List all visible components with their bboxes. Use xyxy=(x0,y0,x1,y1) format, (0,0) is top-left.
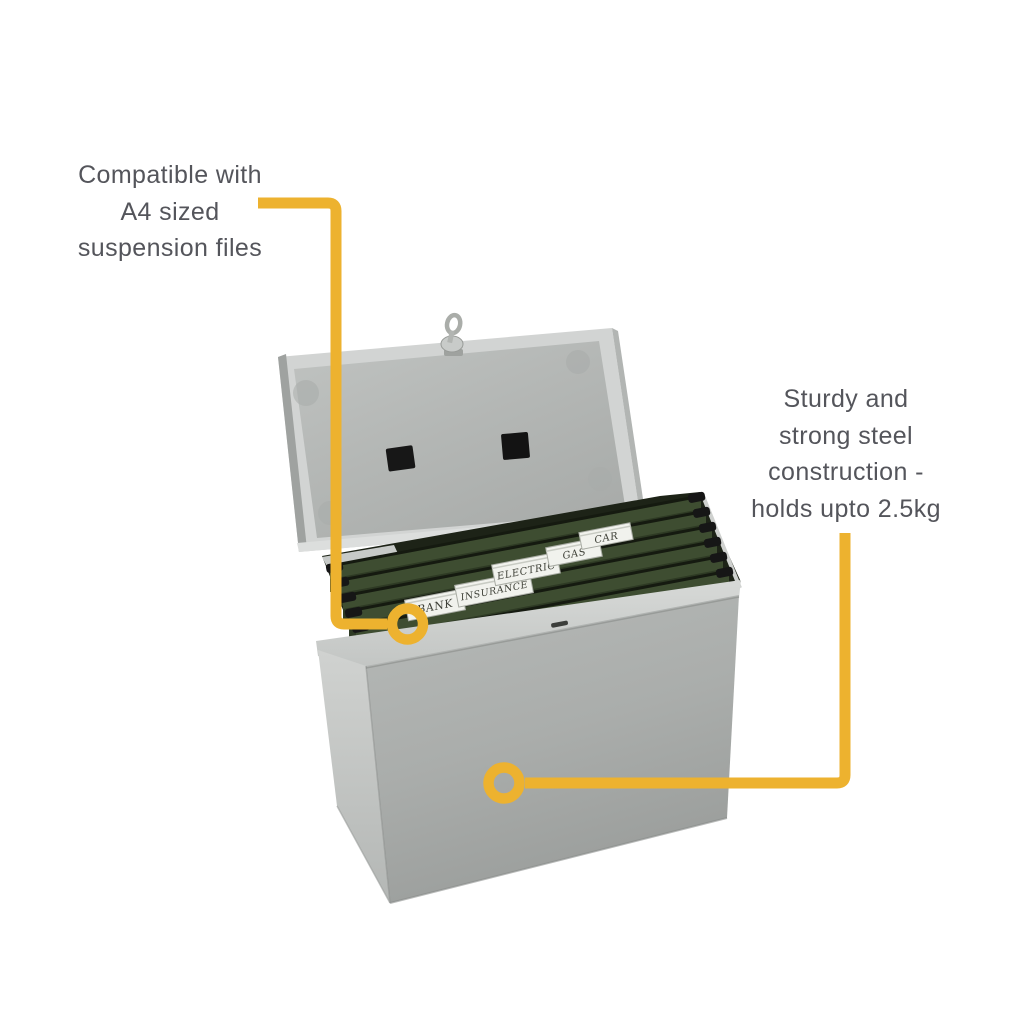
lid-right-edge xyxy=(612,328,646,522)
file-tab: ELECTRIC xyxy=(491,551,561,587)
rim-crease xyxy=(365,596,740,669)
callouts xyxy=(258,197,851,804)
file-hook xyxy=(687,491,706,503)
annotation-right-line-2: strong steel xyxy=(778,421,914,450)
file-hook xyxy=(709,551,728,563)
annotation-right-line-1: Sturdy and xyxy=(783,385,909,413)
lid-dimple xyxy=(566,350,590,374)
box-left-face xyxy=(318,650,390,903)
lid-dimple xyxy=(588,467,612,491)
callout-ring-left xyxy=(386,603,429,645)
annotation-right: Sturdy and strong steel construction - h… xyxy=(736,381,956,527)
callout-ring-right xyxy=(483,762,525,804)
file-hook xyxy=(344,606,363,618)
box-bottom-edge xyxy=(389,817,728,904)
lid-left-edge xyxy=(278,354,307,552)
file-hook xyxy=(715,566,734,578)
annotation-right-line-4: holds upto 2.5kg xyxy=(751,494,941,523)
annotation-left-line-3: suspension files xyxy=(77,234,263,263)
latch-slot xyxy=(551,620,568,628)
front-left-edge xyxy=(365,665,391,904)
callout-line-left xyxy=(258,197,387,630)
lid-clip xyxy=(501,431,530,460)
annotation-left: Compatible with A4 sized suspension file… xyxy=(58,157,282,267)
annotation-right-line-3: construction - xyxy=(768,458,924,487)
file-tab-label: CAR xyxy=(594,531,620,546)
lock-and-key xyxy=(440,312,464,356)
callout-line-right xyxy=(525,533,851,789)
lid-clip xyxy=(385,445,416,472)
box-rim xyxy=(316,580,741,669)
file-hook xyxy=(692,506,711,518)
box-front-face xyxy=(366,595,739,903)
file-tab: CAR xyxy=(578,522,634,550)
file-hook xyxy=(703,536,722,548)
file-hook xyxy=(698,521,717,533)
annotation-left-line-2: A4 sized xyxy=(120,197,220,226)
key-icon xyxy=(444,312,463,344)
file-tab-label: GAS xyxy=(562,547,588,562)
annotation-left-line-1: Compatible with xyxy=(78,161,262,189)
lid-dimple xyxy=(293,380,319,406)
box-bottom-left-edge xyxy=(336,805,391,904)
box-body xyxy=(316,580,741,904)
file-hook xyxy=(338,591,357,603)
lid-inner-panel xyxy=(294,341,626,538)
